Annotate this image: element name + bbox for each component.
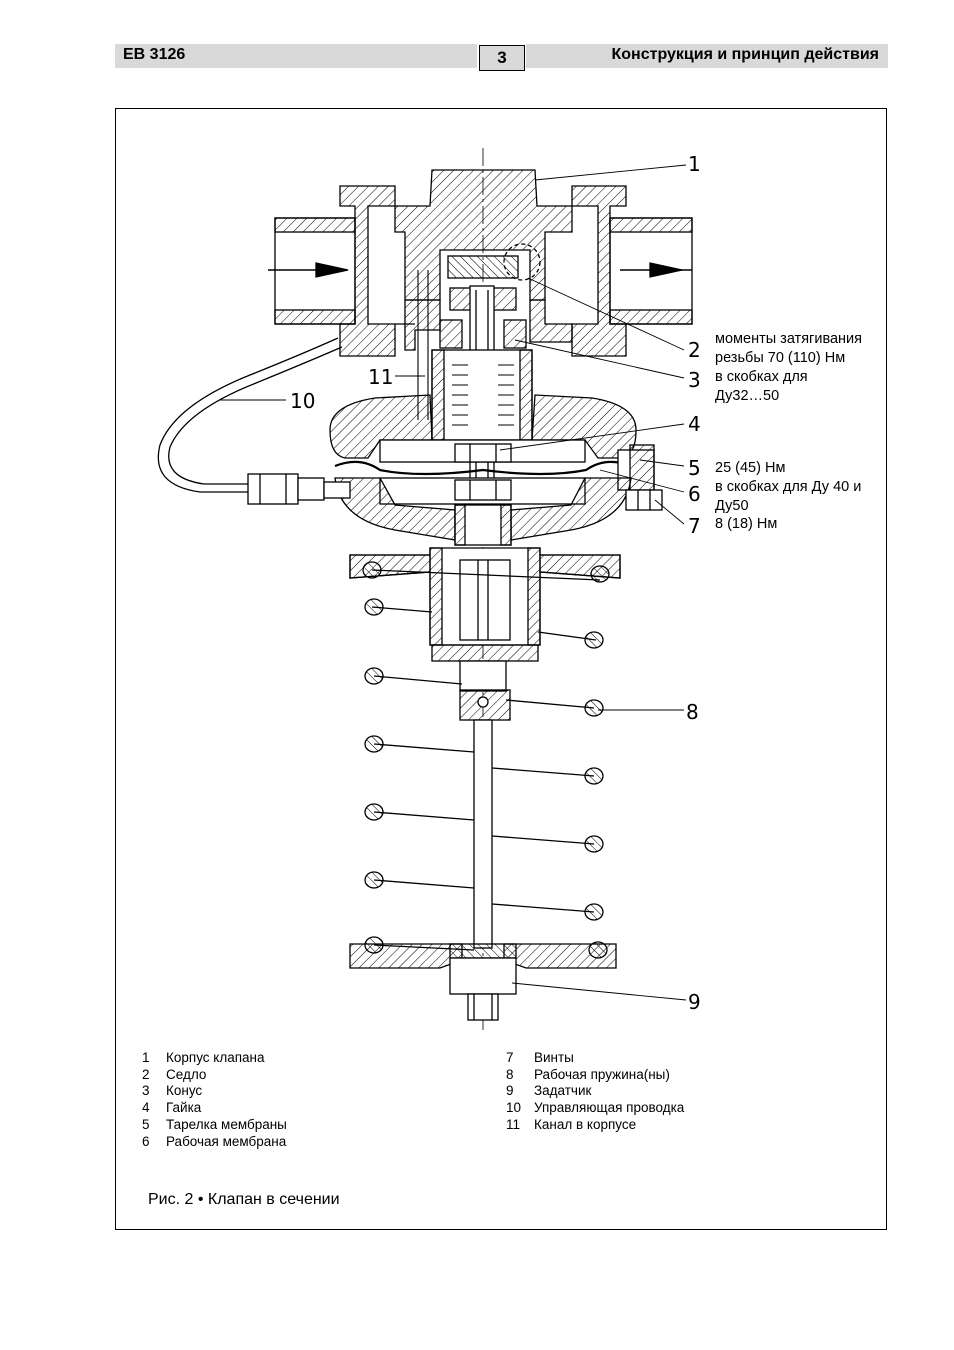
callout-4: 4 bbox=[688, 412, 701, 436]
torque-note-body: моменты затягивания резьбы 70 (110) Нм в… bbox=[715, 330, 862, 406]
legend-num: 10 bbox=[506, 1100, 522, 1116]
torque-note-diaphragm: 25 (45) Нм в скобках для Ду 40 и Ду50 bbox=[715, 459, 861, 516]
torque-note-line: в скобках для bbox=[715, 369, 808, 385]
legend-item: 8 Рабочая пружина(ны) bbox=[506, 1067, 684, 1084]
legend-item: 11 Канал в корпусе bbox=[506, 1117, 684, 1134]
legend-num: 9 bbox=[506, 1083, 514, 1099]
legend-item: 9 Задатчик bbox=[506, 1083, 684, 1100]
header-bar-left bbox=[115, 44, 477, 68]
legend-label: Винты bbox=[534, 1050, 574, 1065]
legend-num: 8 bbox=[506, 1066, 514, 1082]
callout-1: 1 bbox=[688, 152, 701, 176]
legend-item: 7 Винты bbox=[506, 1050, 684, 1067]
section-title: Конструкция и принцип действия bbox=[611, 46, 880, 63]
legend-num: 3 bbox=[142, 1083, 150, 1099]
legend-label: Канал в корпусе bbox=[534, 1116, 637, 1132]
callout-3: 3 bbox=[688, 368, 701, 392]
callout-9: 9 bbox=[688, 990, 701, 1014]
callout-5: 5 bbox=[688, 456, 701, 480]
legend-label: Седло bbox=[166, 1066, 207, 1082]
legend-label: Рабочая пружина(ны) bbox=[534, 1066, 670, 1082]
callout-7: 7 bbox=[688, 514, 701, 538]
callout-10: 10 bbox=[290, 389, 316, 413]
legend-item: 3 Конус bbox=[142, 1083, 287, 1100]
legend-item: 5 Тарелка мембраны bbox=[142, 1117, 287, 1134]
torque-note-line: Ду32…50 bbox=[715, 388, 780, 404]
legend-label: Корпус клапана bbox=[166, 1050, 265, 1065]
torque-note-line: 8 (18) Нм bbox=[715, 516, 778, 532]
legend-item: 2 Седло bbox=[142, 1067, 287, 1084]
legend-num: 1 bbox=[142, 1050, 150, 1065]
figure-frame bbox=[115, 108, 887, 1230]
callout-8: 8 bbox=[686, 700, 699, 724]
callout-11: 11 bbox=[368, 365, 394, 389]
legend-label: Управляющая проводка bbox=[534, 1100, 685, 1116]
callout-6: 6 bbox=[688, 482, 701, 506]
legend-label: Гайка bbox=[166, 1100, 202, 1116]
legend-num: 5 bbox=[142, 1116, 150, 1132]
legend-right: 7 Винты 8 Рабочая пружина(ны) 9 Задатчик 10… bbox=[506, 1050, 684, 1134]
legend-item: 6 Рабочая мембрана bbox=[142, 1134, 287, 1151]
torque-note-line: резьбы 70 (110) Нм bbox=[715, 350, 846, 366]
legend-item: 4 Гайка bbox=[142, 1100, 287, 1117]
legend-num: 7 bbox=[506, 1050, 514, 1065]
torque-note-line: 25 (45) Нм bbox=[715, 460, 786, 476]
header-bar-right bbox=[526, 44, 888, 68]
legend-left: 1 Корпус клапана 2 Седло 3 Конус 4 Гайка 5 Та… bbox=[142, 1050, 287, 1150]
page-number: 3 bbox=[479, 45, 525, 71]
legend-label: Рабочая мембрана bbox=[166, 1133, 287, 1149]
torque-note-screws: 8 (18) Нм bbox=[715, 515, 777, 534]
legend-num: 4 bbox=[142, 1100, 150, 1116]
legend-label: Тарелка мембраны bbox=[166, 1116, 287, 1132]
torque-note-line: в скобках для Ду 40 и bbox=[715, 479, 862, 495]
legend-item: 1 Корпус клапана bbox=[142, 1050, 287, 1067]
doc-code: EB 3126 bbox=[123, 46, 186, 63]
figure-caption: Рис. 2 • Клапан в сечении bbox=[148, 1191, 340, 1208]
legend-label: Конус bbox=[166, 1083, 203, 1099]
legend-label: Задатчик bbox=[534, 1083, 592, 1099]
torque-note-line: моменты затягивания bbox=[715, 331, 863, 347]
callout-2: 2 bbox=[688, 338, 701, 362]
legend-item: 10 Управляющая проводка bbox=[506, 1100, 684, 1117]
legend-num: 6 bbox=[142, 1133, 150, 1149]
legend-num: 2 bbox=[142, 1066, 150, 1082]
torque-note-line: Ду50 bbox=[715, 498, 749, 514]
legend-num: 11 bbox=[506, 1116, 521, 1132]
